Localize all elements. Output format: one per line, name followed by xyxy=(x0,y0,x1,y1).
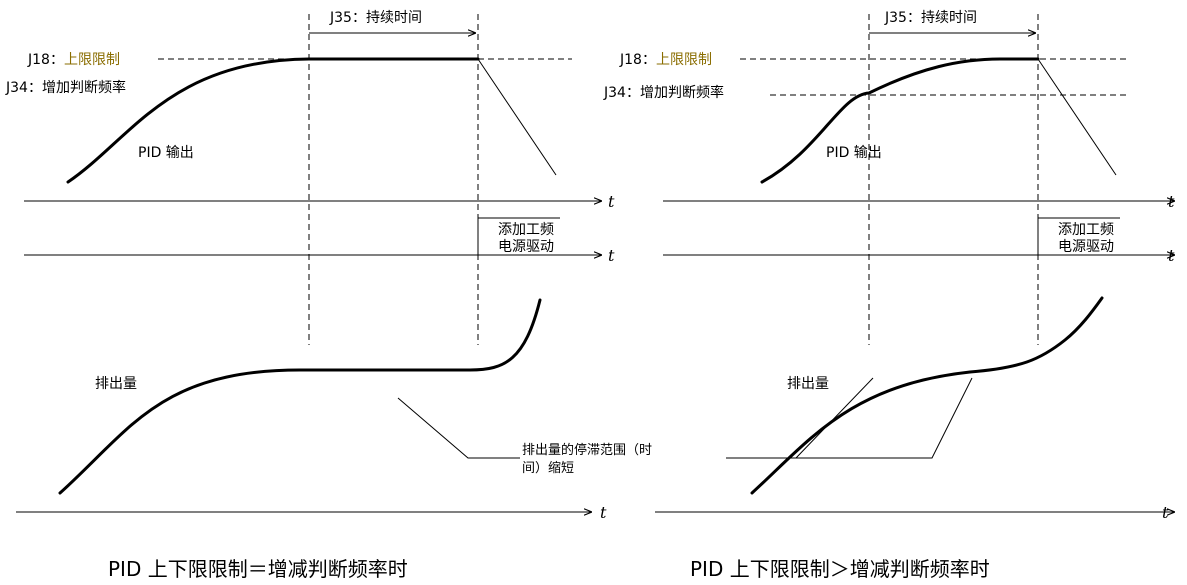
right-panel: J35：持续时间 J18：上限限制 J34：增加判断频率 PID 输出 t t … xyxy=(603,9,1175,522)
right-add-power-label-2: 电源驱动 xyxy=(1058,239,1114,255)
right-stagnation-leader xyxy=(726,377,973,459)
left-j35-label: J35：持续时间 xyxy=(329,9,422,26)
right-axis1-t-label: t xyxy=(1168,192,1175,211)
right-caption: PID 上下限限制＞增减判断频率时 xyxy=(690,557,990,581)
left-discharge-curve xyxy=(58,298,542,495)
right-discharge-curve xyxy=(750,296,1104,495)
left-pid-drop-line xyxy=(477,58,557,176)
right-pid-output-curve xyxy=(760,57,1040,184)
left-pid-output-label: PID 输出 xyxy=(138,145,194,161)
left-j34-label: J34：增加判断频率 xyxy=(5,79,126,96)
left-add-power-label-2: 电源驱动 xyxy=(498,239,554,255)
right-j34-label: J34：增加判断频率 xyxy=(603,84,724,101)
left-axis2-t-label: t xyxy=(608,246,615,265)
right-stagnation-leader-2 xyxy=(795,377,874,459)
right-add-power-label-1: 添加工频 xyxy=(1058,222,1114,238)
right-discharge-label: 排出量 xyxy=(787,376,829,392)
right-drive-step xyxy=(1037,217,1120,255)
left-pid-output-curve xyxy=(66,57,480,184)
right-j35-label: J35：持续时间 xyxy=(884,9,977,26)
left-axis1-t-label: t xyxy=(608,192,615,211)
left-caption: PID 上下限限制＝增减判断频率时 xyxy=(108,557,408,581)
left-axis3-t-label: t xyxy=(600,503,607,522)
right-axis3-t-label: t xyxy=(1162,503,1169,522)
right-pid-drop-line xyxy=(1037,58,1117,176)
stagnation-label-1: 排出量的停滞范围（时 xyxy=(522,442,652,458)
left-panel: J35：持续时间 J18：上限限制 J34：增加判断频率 PID 输出 t t … xyxy=(5,9,615,522)
right-j18-label: J18：上限限制 xyxy=(619,52,712,68)
left-drive-step xyxy=(477,217,560,255)
stagnation-label-2: 间）缩短 xyxy=(522,460,574,476)
left-discharge-label: 排出量 xyxy=(95,376,137,392)
left-stagnation-leader xyxy=(397,397,520,459)
right-axis2-t-label: t xyxy=(1168,246,1175,265)
right-pid-output-label: PID 输出 xyxy=(826,145,882,161)
left-add-power-label-1: 添加工频 xyxy=(498,222,554,238)
left-j18-label: J18：上限限制 xyxy=(27,52,120,68)
